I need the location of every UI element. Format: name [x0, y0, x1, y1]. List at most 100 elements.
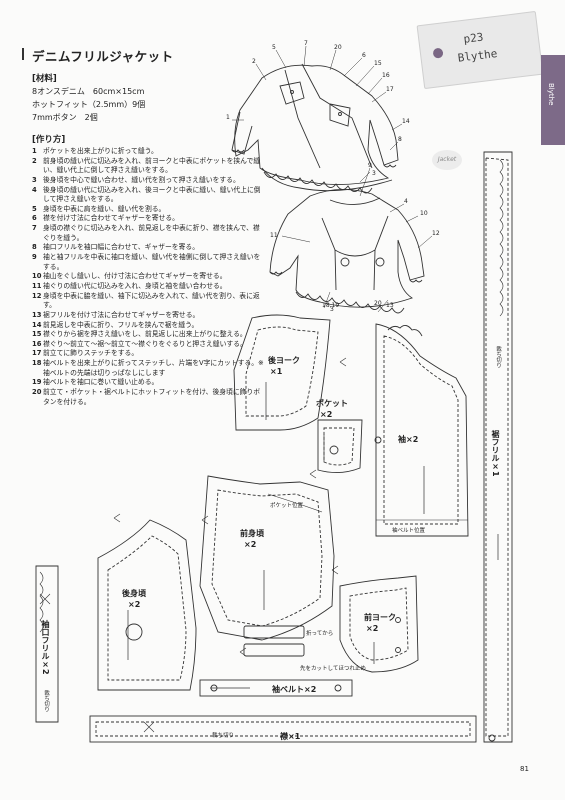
materials-heading: [材料]: [32, 74, 57, 84]
collar-strip: [89, 715, 477, 743]
instruction-step: 1 ポケットを出来上がりに折って縫う。: [32, 147, 264, 157]
callout-number: 8: [398, 136, 402, 143]
sleeve-piece: [375, 323, 469, 537]
collar-cut-label: 裁ち切り: [212, 733, 235, 739]
step-number: 13: [32, 310, 42, 319]
callout-number: 3: [372, 170, 376, 177]
callout-number: 2: [252, 58, 256, 65]
jacket-front-illustration: [231, 63, 399, 194]
material-item: ホットフィット（2.5mm）9個: [32, 100, 146, 109]
step-number: 4: [32, 185, 37, 194]
step-text: 前立てに飾りステッチをする。: [43, 349, 139, 358]
step-text: 後身頃の縫い代に切込みを入れ、後ヨークと中表に縫い、縫い代上に倒して押さえ縫いを…: [43, 185, 261, 204]
sleeve-label: 袖×2: [398, 435, 419, 444]
pocket-position-label: ポケット位置: [270, 503, 304, 509]
step-text: 身頃を中表に脇を縫い、袖下に切込みを入れて、縫い代を割り、表に返す。: [43, 291, 260, 310]
step-text: 袖口フリルを袖口幅に合わせて、ギャザーを寄る。: [43, 243, 199, 252]
step-text: 前立て・ポケット・裾ベルトにホットフィットを付け、後身頃に飾りボタンを付ける。: [43, 388, 261, 406]
callout-number: 15: [374, 60, 382, 67]
pocket-qty: ×2: [320, 410, 333, 419]
step-text: 襟を付け寸法に合わせてギャザーを寄せる。: [43, 214, 179, 223]
sleeve-belt-position-label: 袖ベルト位置: [392, 528, 426, 534]
instruction-step: 6 襟を付け寸法に合わせてギャザーを寄せる。: [32, 214, 264, 224]
step-number: 1: [32, 147, 37, 155]
step-number: 3: [32, 175, 37, 184]
instruction-step: 3 後身頃を中心で縫い合わせ、縫い代を割って押さえ縫いをする。: [32, 176, 264, 186]
callout-number: 10: [420, 210, 428, 217]
side-tab: Blythe: [541, 55, 565, 145]
material-item: 8オンスデニム 60cm×15cm: [32, 87, 145, 96]
callout-number: 12: [432, 230, 440, 237]
front-body-qty: ×2: [244, 540, 257, 549]
step-text: 身頃の襟ぐりに切込みを入れ、前見返しを中表に折り、襟を挟んで、襟ぐりを縫う。: [43, 224, 260, 242]
step-number: 6: [32, 214, 37, 223]
callout-number: 20: [334, 44, 342, 51]
step-number: 8: [32, 243, 37, 252]
step-text: 後身頃を中心で縫い合わせ、縫い代を割って押さえ縫いをする。: [43, 175, 240, 184]
step-number: 16: [32, 339, 42, 348]
callout-number: 3: [330, 306, 334, 313]
step-text: 袖山をぐし縫いし、付け寸法に合わせてギャザーを寄せる。: [43, 272, 227, 281]
sleeve-belt-strip: [199, 679, 353, 697]
step-text: ポケットを出来上がりに折って縫う。: [43, 147, 158, 155]
step-text: 前身頃の縫い代に切込みを入れ、前ヨークと中表にポケットを挟んで縫い、縫い代上に倒…: [43, 156, 261, 175]
back-body-label: 後身頃: [122, 589, 146, 598]
callout-number: 20: [374, 300, 382, 307]
step-number: 11: [32, 281, 42, 290]
step-text: 裾フリルを付け寸法に合わせてギャザーを寄せる。: [43, 310, 200, 319]
callout-number: 1: [226, 114, 230, 121]
side-tab-label: Blythe: [547, 83, 555, 106]
step-number: 18: [32, 359, 42, 368]
back-yoke-label: 後ヨーク: [268, 356, 300, 365]
step-text: 袖ベルトを袖口に巻いて縫い止める。: [43, 378, 159, 387]
page-title: デニムフリルジャケット: [22, 46, 174, 65]
pocket-label: ポケット: [316, 399, 348, 408]
collar-label: 襟×1: [280, 732, 301, 741]
step-text: 身頃を中表に肩を縫い、縫い代を割る。: [43, 204, 166, 213]
callout-number: 17: [386, 86, 394, 93]
callout-number: 7: [304, 40, 308, 47]
back-body-piece: [97, 519, 197, 691]
step-number: 10: [32, 272, 42, 281]
callout-number: 13: [386, 302, 394, 309]
callout-number: 14: [402, 118, 410, 125]
page-number: 81: [520, 765, 529, 773]
step-number: 17: [32, 349, 42, 358]
front-body-label: 前身頃: [240, 529, 264, 538]
step-number: 9: [32, 253, 37, 262]
back-yoke-piece: [233, 314, 331, 431]
step-number: 7: [32, 224, 37, 233]
callout-number: 18,19: [322, 302, 340, 309]
fold-note: 折ってから: [306, 631, 334, 637]
callout-number: 11: [270, 232, 278, 239]
hem-frill-piece: [483, 151, 513, 743]
callout-number: 5: [272, 44, 276, 51]
step-number: 12: [32, 291, 42, 300]
pocket-piece: [317, 419, 363, 473]
front-yoke-piece: [339, 575, 419, 673]
cut-note: 先をカットしてほつれ止め: [300, 666, 366, 672]
step-text: 前見返しを中表に折り、フリルを挟んで裾を縫う。: [43, 320, 199, 329]
callout-number: 4: [404, 198, 408, 205]
cuff-frill-label: 袖口フリル×2: [41, 620, 50, 675]
step-number: 20: [32, 388, 42, 397]
instruction-step: 8 袖口フリルを袖口幅に合わせて、ギャザーを寄る。: [32, 243, 264, 253]
callout-number: 9: [368, 162, 372, 169]
step-number: 15: [32, 330, 42, 339]
jacket-back-illustration: [269, 189, 425, 314]
